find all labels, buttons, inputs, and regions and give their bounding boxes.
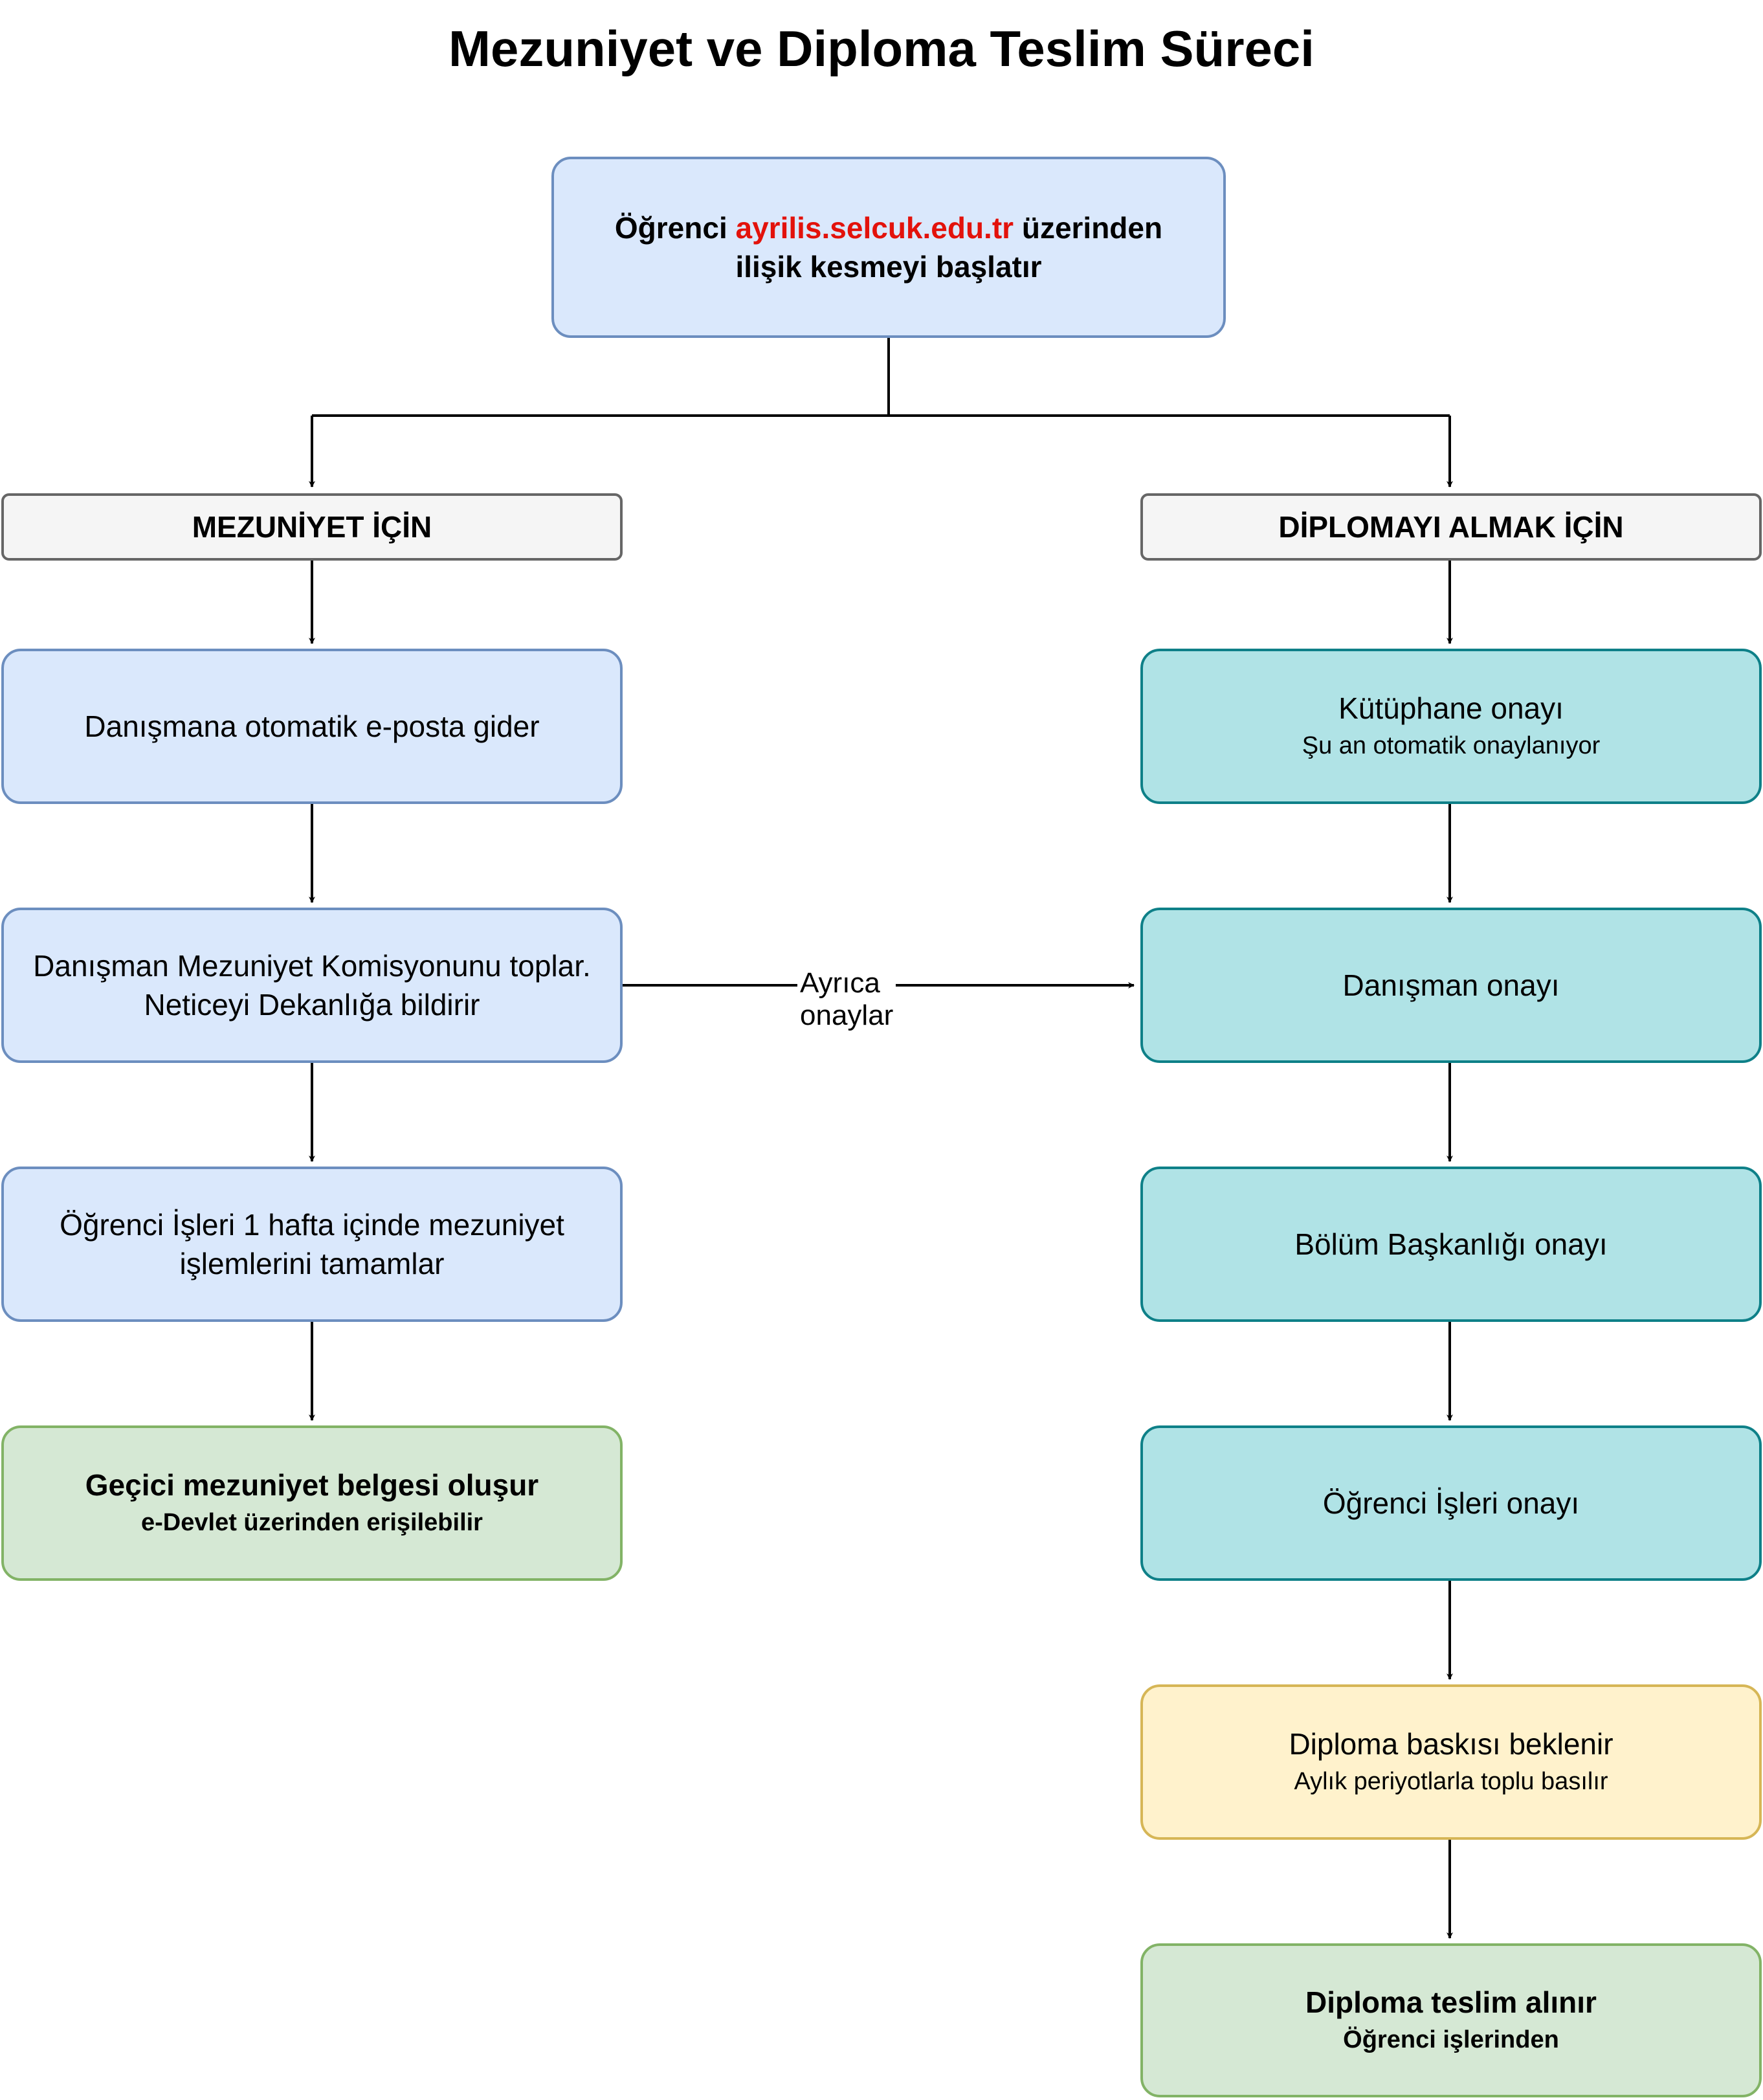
right-step-4-label: Öğrenci İşleri onayı (1322, 1486, 1580, 1520)
right-step-5-sub: Aylık periyotlarla toplu basılır (1294, 1768, 1608, 1795)
right-result-title: Diploma teslim alınır (1305, 1985, 1597, 2019)
right-step-2-label: Danışman onayı (1342, 968, 1560, 1002)
left-step-1-label: Danışmana otomatik e-posta gider (84, 709, 540, 743)
right-step-1: Kütüphane onayı Şu an otomatik onaylanıy… (1140, 649, 1762, 804)
start-node-line1: Öğrenci ayrilis.selcuk.edu.tr üzerinden (615, 208, 1162, 247)
left-result-sub: e-Devlet üzerinden erişilebilir (141, 1509, 483, 1536)
right-step-2: Danışman onayı (1140, 908, 1762, 1063)
start-node-line2: ilişik kesmeyi başlatır (735, 250, 1042, 284)
right-step-5: Diploma baskısı beklenir Aylık periyotla… (1140, 1684, 1762, 1840)
left-header-label: MEZUNİYET İÇİN (192, 510, 432, 544)
edge-start-split (312, 337, 1450, 417)
right-step-3: Bölüm Başkanlığı onayı (1140, 1167, 1762, 1322)
left-result-title: Geçici mezuniyet belgesi oluşur (85, 1468, 539, 1502)
left-step-2: Danışman Mezuniyet Komisyonunu toplar. N… (1, 908, 623, 1063)
right-step-5-title: Diploma baskısı beklenir (1289, 1727, 1613, 1761)
right-step-3-label: Bölüm Başkanlığı onayı (1294, 1227, 1608, 1261)
start-node: Öğrenci ayrilis.selcuk.edu.tr üzerinden … (551, 157, 1226, 338)
left-step-2-line2: Neticeyi Dekanlığa bildirir (144, 988, 480, 1022)
left-step-3: Öğrenci İşleri 1 hafta içinde mezuniyet … (1, 1167, 623, 1322)
left-result: Geçici mezuniyet belgesi oluşur e-Devlet… (1, 1425, 623, 1581)
right-header: DİPLOMAYI ALMAK İÇİN (1140, 493, 1762, 561)
left-header: MEZUNİYET İÇİN (1, 493, 623, 561)
cross-edge-label: Ayrıca onaylar (797, 967, 896, 1032)
right-step-4: Öğrenci İşleri onayı (1140, 1425, 1762, 1581)
right-header-label: DİPLOMAYI ALMAK İÇİN (1278, 510, 1624, 544)
right-result-sub: Öğrenci işlerinden (1343, 2026, 1559, 2053)
diagram-title: Mezuniyet ve Diploma Teslim Süreci (449, 20, 1314, 77)
right-step-1-sub: Şu an otomatik onaylanıyor (1302, 732, 1601, 759)
left-step-1: Danışmana otomatik e-posta gider (1, 649, 623, 804)
right-step-1-title: Kütüphane onayı (1338, 691, 1564, 725)
start-suffix: üzerinden (1021, 211, 1163, 245)
left-step-3-line2: işlemlerini tamamlar (179, 1247, 445, 1280)
left-step-3-line1: Öğrenci İşleri 1 hafta içinde mezuniyet (60, 1208, 564, 1242)
left-step-2-line1: Danışman Mezuniyet Komisyonunu toplar. (33, 949, 591, 983)
right-result: Diploma teslim alınır Öğrenci işlerinden (1140, 1943, 1762, 2097)
start-link: ayrilis.selcuk.edu.tr (735, 211, 1014, 245)
start-prefix: Öğrenci (614, 211, 727, 245)
